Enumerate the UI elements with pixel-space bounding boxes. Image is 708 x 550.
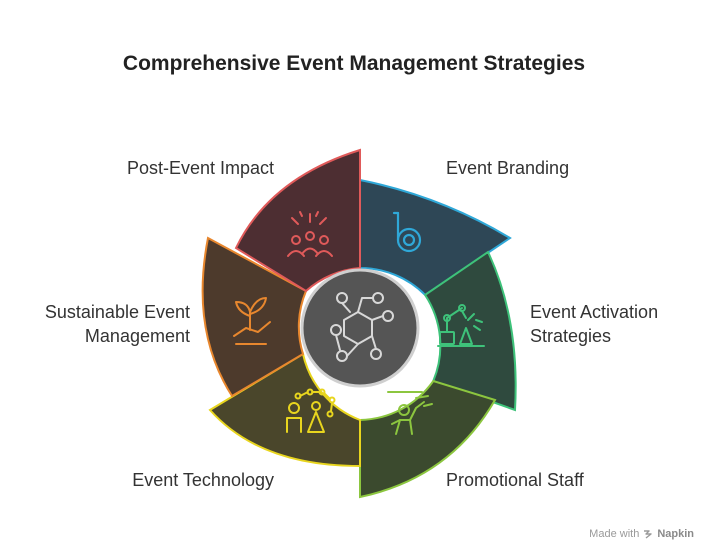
robot-arm-icon xyxy=(437,304,485,347)
segment-event-branding[interactable] xyxy=(359,178,512,297)
plant-hand-icon xyxy=(233,297,271,345)
label-post-event-impact: Post-Event Impact xyxy=(127,156,274,180)
napkin-logo-icon xyxy=(644,530,653,539)
segment-event-activation-strategies[interactable] xyxy=(423,250,517,412)
hexagon-network-icon xyxy=(330,292,394,362)
promoter-icon xyxy=(387,391,433,435)
label-sustainable-event-management: Sustainable Event Management xyxy=(45,300,190,348)
center-hub xyxy=(300,268,420,388)
label-event-activation-line2: Strategies xyxy=(530,326,612,346)
footer-prefix: Made with xyxy=(589,528,640,540)
label-post-event-impact-text: Post-Event Impact xyxy=(126,158,274,178)
segment-promotional-staff[interactable] xyxy=(359,379,497,499)
network-people-icon xyxy=(286,388,336,433)
label-event-branding: Event Branding xyxy=(446,156,569,180)
segment-post-event-impact[interactable] xyxy=(234,148,361,293)
page-title: Comprehensive Event Management Strategie… xyxy=(122,52,586,75)
branding-icon xyxy=(392,211,422,253)
footer-brand: Napkin xyxy=(657,528,694,540)
label-promotional-staff: Promotional Staff xyxy=(446,468,584,492)
label-event-activation-strategies: Event Activation Strategies xyxy=(530,300,658,348)
footer-credit[interactable]: Made with Napkin xyxy=(589,528,694,540)
label-event-technology: Event Technology xyxy=(132,468,274,492)
segment-sustainable-event-management[interactable] xyxy=(201,236,308,398)
label-sustainable-line2: Management xyxy=(84,326,190,346)
audience-celebration-icon xyxy=(287,211,333,257)
label-event-technology-text: Event Technology xyxy=(132,470,274,490)
label-sustainable-line1: Sustainable Event xyxy=(44,302,190,322)
label-event-branding-text: Event Branding xyxy=(446,158,570,178)
label-promotional-staff-text: Promotional Staff xyxy=(446,470,584,490)
label-event-activation-line1: Event Activation xyxy=(530,302,659,322)
